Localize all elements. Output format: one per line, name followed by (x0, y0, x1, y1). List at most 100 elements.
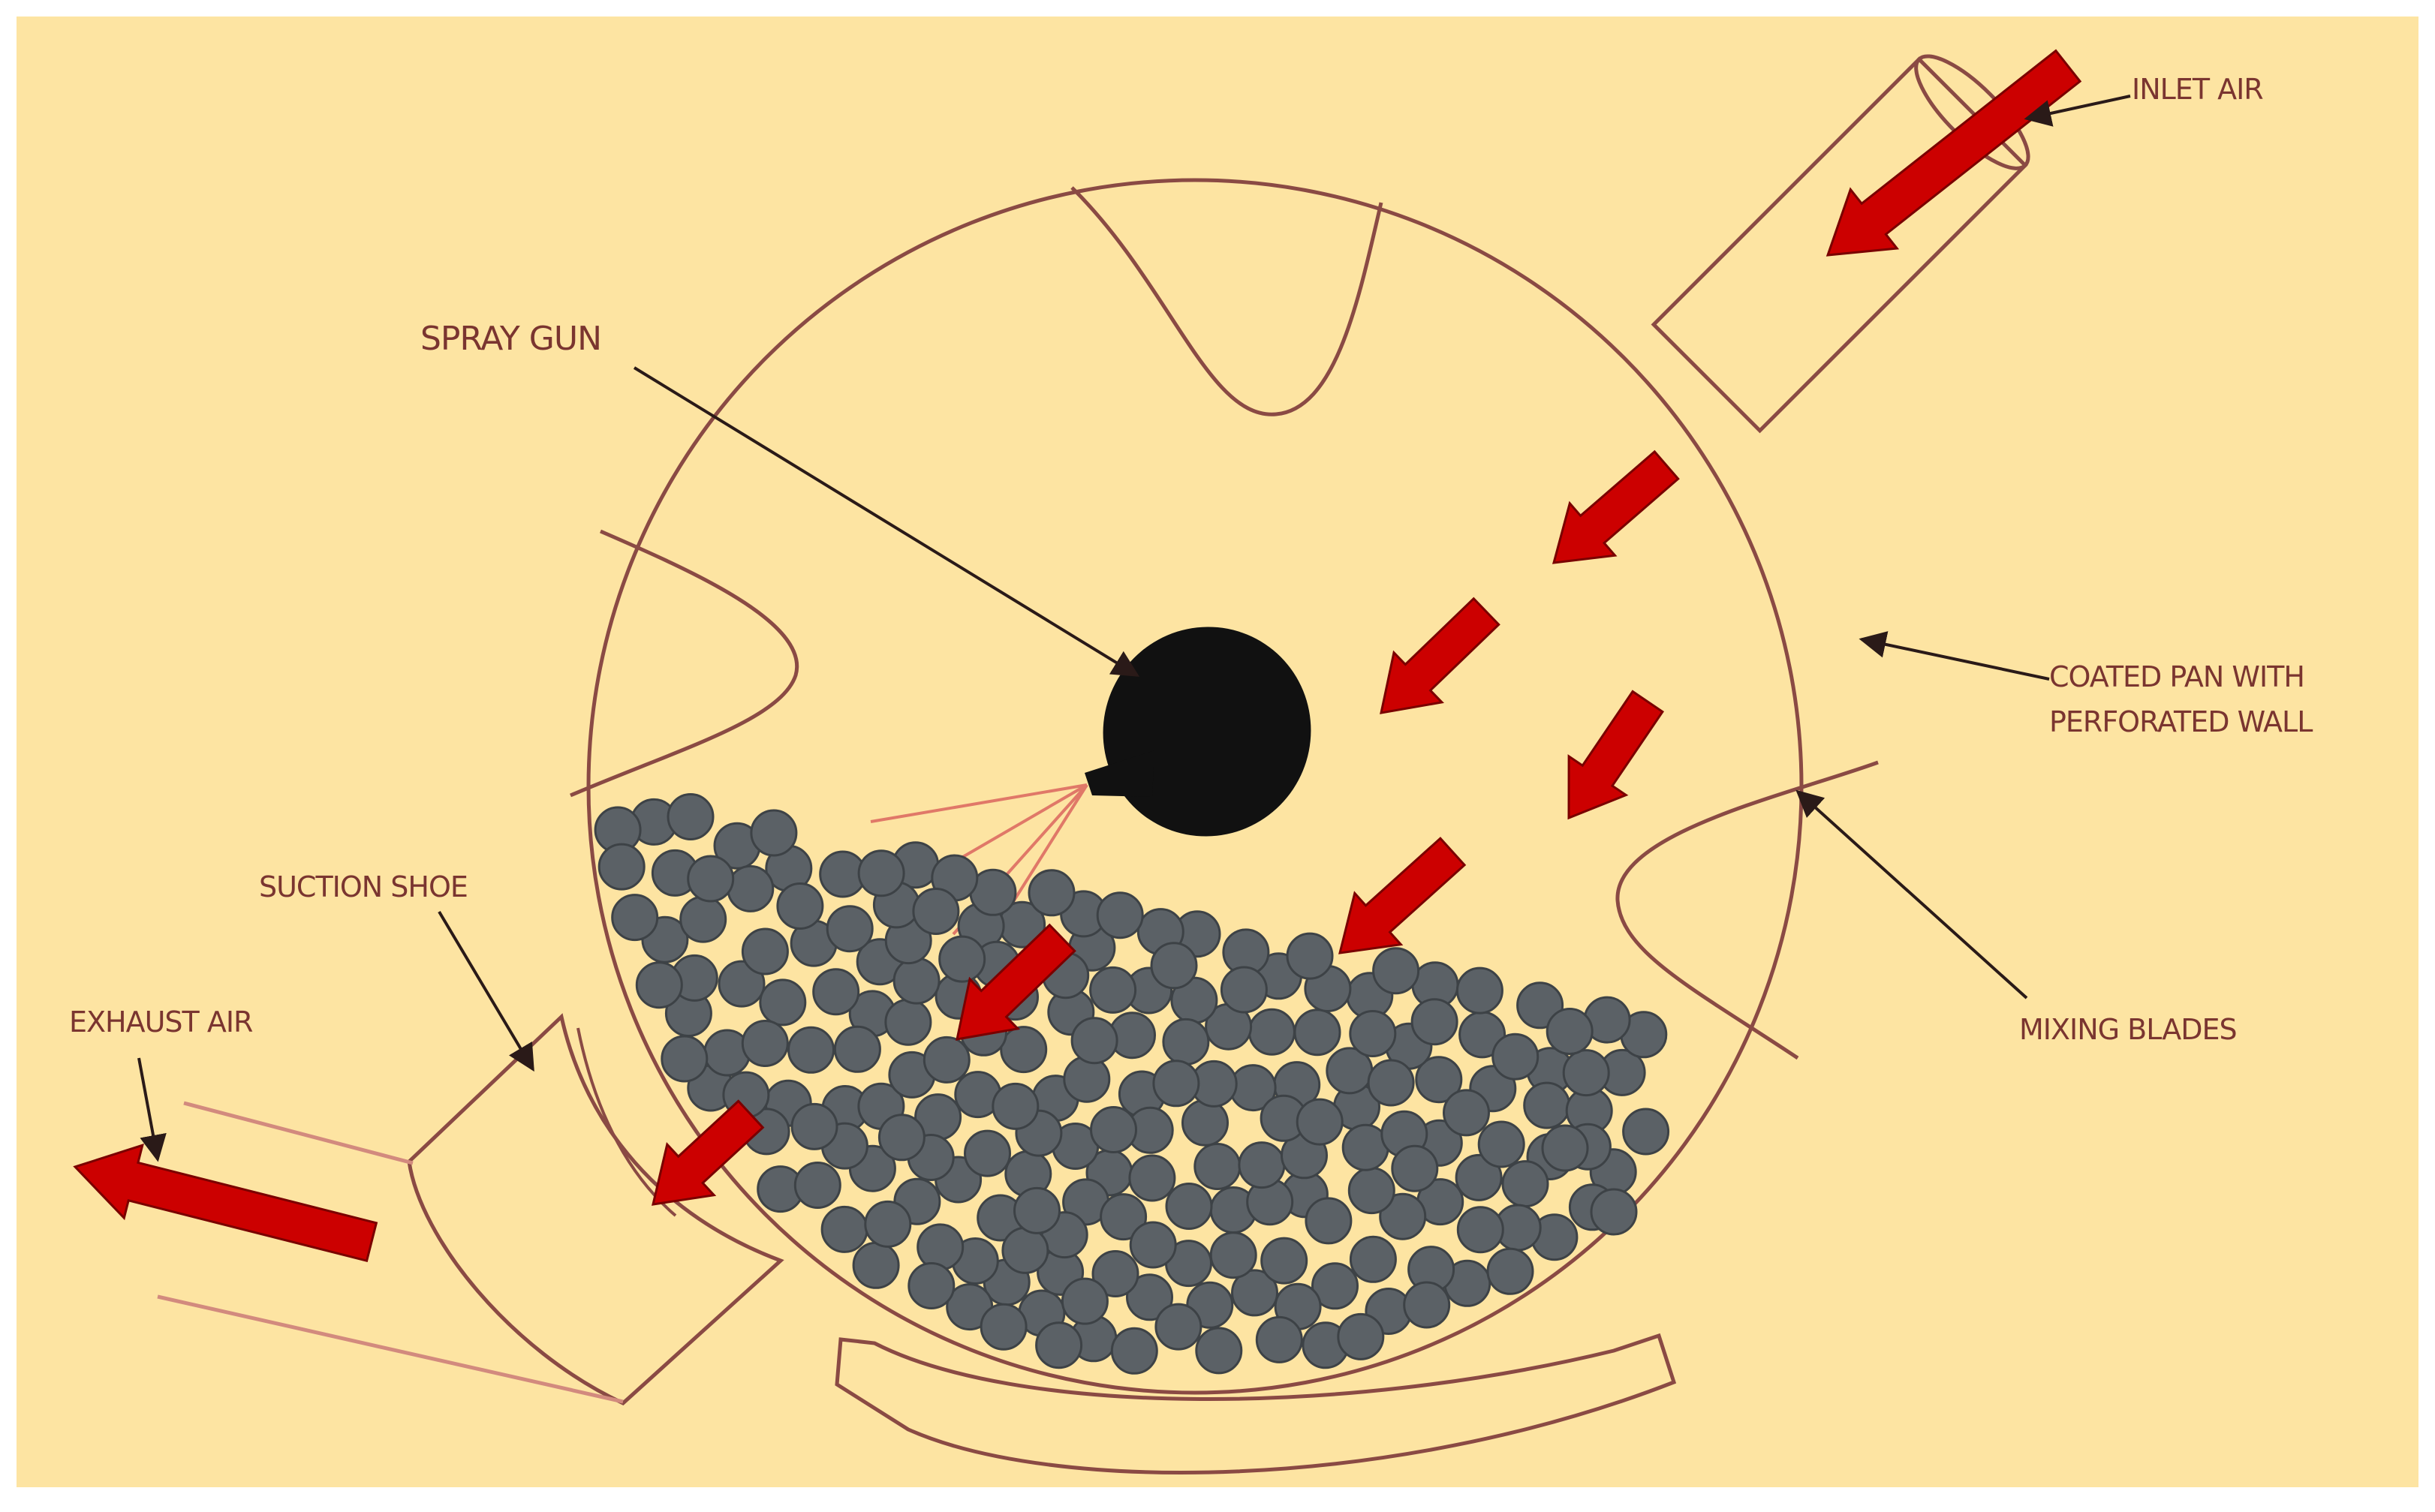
tablet (1305, 1197, 1353, 1245)
spray-gun-label: SPRAY GUN (420, 320, 601, 358)
tablet (980, 1303, 1028, 1351)
tablet (741, 1020, 789, 1067)
exhaust-air-label: EXHAUST AIR (69, 1005, 253, 1039)
tablet (790, 1102, 838, 1150)
airflow-arrow-5 (1338, 837, 1467, 954)
tablet (1562, 1049, 1610, 1097)
suction-shoe (407, 1013, 784, 1405)
mixing-blades-leader (1795, 789, 2028, 999)
tablet (727, 864, 775, 912)
tablet (1590, 1188, 1638, 1236)
coated-pan-label-line2: PERFORATED WALL (2049, 705, 2313, 738)
suction-shoe-leader (438, 910, 534, 1072)
inlet-air-leader (2024, 95, 2131, 127)
tablet (877, 1114, 926, 1162)
tablet (1410, 998, 1458, 1046)
tablet (923, 1036, 971, 1084)
tablet (1255, 1315, 1303, 1363)
tablet (912, 888, 960, 935)
tablet (1013, 1186, 1061, 1234)
tablet (718, 960, 766, 1008)
tablet (741, 927, 789, 975)
tablet (1286, 932, 1334, 980)
tablet (1541, 1124, 1589, 1172)
tablet (812, 968, 860, 1016)
tablet (1622, 1108, 1670, 1156)
spray-gun-leader (633, 366, 1140, 677)
tablet (1096, 891, 1144, 939)
tablet (826, 905, 874, 953)
tablet (1070, 1017, 1118, 1065)
tablet (884, 998, 932, 1046)
mixing-blades-label: MIXING BLADES (2019, 1013, 2237, 1046)
tablet (1128, 1154, 1176, 1202)
tablet (1209, 1231, 1257, 1279)
spray-gun (1085, 627, 1311, 837)
tablet (1028, 869, 1076, 917)
tablet (1347, 1167, 1395, 1215)
tablet (1152, 1060, 1200, 1108)
tablet (1100, 1193, 1148, 1241)
tablet (1248, 1008, 1296, 1056)
tablet (679, 895, 727, 943)
tablet (1491, 1033, 1540, 1081)
airflow-arrow-8 (73, 1143, 378, 1263)
tablet (1455, 1153, 1503, 1201)
tablet (1296, 1098, 1344, 1146)
tablet (667, 793, 715, 840)
tablet (892, 957, 941, 1005)
tablet (1260, 1237, 1308, 1285)
tablet (1001, 1226, 1049, 1274)
tablet (1035, 1321, 1083, 1369)
tablet (661, 1035, 709, 1083)
airflow-arrow-6 (956, 923, 1076, 1041)
tablet (776, 882, 824, 930)
tablet (833, 1025, 881, 1073)
tablet (1456, 1206, 1504, 1254)
tablet (1238, 1141, 1286, 1189)
tablet (1129, 1221, 1177, 1269)
coated-pan-leader (1859, 631, 2050, 681)
tablet (1379, 1192, 1427, 1240)
airflow-arrow-4 (1567, 690, 1664, 820)
tablet (820, 1205, 868, 1253)
tablet (1367, 1059, 1415, 1107)
spray-line-1 (870, 783, 1088, 823)
tablet (1546, 1008, 1594, 1055)
tablet-bed (594, 793, 1670, 1375)
tablet (1337, 1312, 1385, 1360)
exhaust-air-leader (137, 1057, 167, 1162)
coated-pan-label-line1: COATED PAN WITH (2049, 660, 2304, 693)
exhaust-duct-upper-wall (183, 1101, 414, 1165)
airflow-arrow-3 (1380, 597, 1500, 714)
tablet (938, 935, 986, 983)
tablet (687, 855, 735, 903)
tablet (787, 1026, 835, 1074)
tablet (857, 849, 905, 897)
suction-shoe-label: SUCTION SHOE (259, 870, 468, 903)
tablet (759, 978, 807, 1027)
mixing-blade-right (1615, 760, 1879, 1060)
tablet (1165, 1183, 1213, 1230)
mixing-blade-top (1070, 186, 1383, 416)
airflow-arrow-2 (1552, 449, 1680, 564)
tablet (1443, 1089, 1490, 1137)
tablet (1061, 1277, 1109, 1325)
tablet (1091, 1250, 1139, 1297)
tablet (1415, 1056, 1463, 1104)
tablet (852, 1241, 900, 1289)
tablet (1349, 1010, 1397, 1057)
tablet (1000, 1026, 1048, 1074)
tablet (907, 1262, 956, 1309)
tablet (1063, 1055, 1111, 1103)
tablet (611, 894, 659, 942)
tablet (1154, 1303, 1202, 1351)
tablet (1181, 1099, 1229, 1147)
tablet (1501, 1160, 1549, 1208)
tablet (1195, 1327, 1243, 1375)
tablet (1477, 1120, 1525, 1168)
tablet (1391, 1144, 1439, 1192)
tablet (1193, 1143, 1242, 1190)
